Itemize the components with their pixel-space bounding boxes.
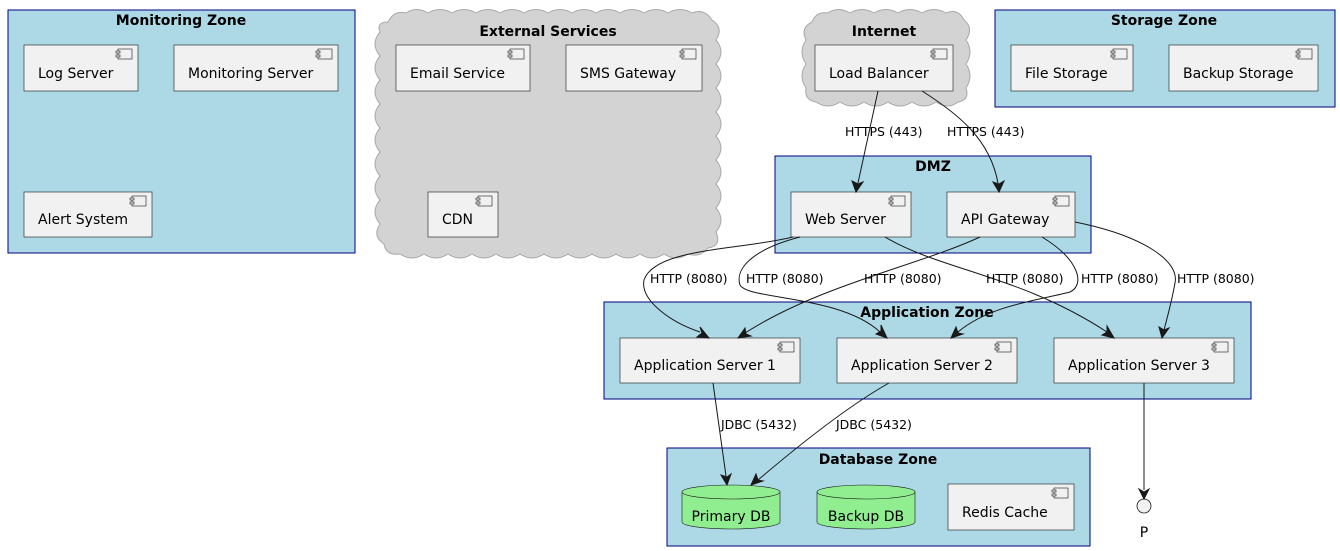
edge-app2-db: JDBC (5432) bbox=[750, 382, 912, 486]
component-icon bbox=[1110, 48, 1128, 60]
edge-api-app3: HTTP (8080) bbox=[1074, 221, 1255, 340]
external-services-title: External Services bbox=[479, 24, 616, 40]
application-zone-title: Application Zone bbox=[860, 305, 993, 321]
edge-lb-web-label: HTTPS (443) bbox=[845, 124, 923, 139]
cdn-node[interactable]: CDN bbox=[427, 191, 499, 238]
alert-system-node[interactable]: Alert System bbox=[23, 191, 153, 238]
edge-web-app3-label: HTTP (8080) bbox=[986, 271, 1064, 286]
backup-db-node[interactable]: Backup DB bbox=[816, 484, 916, 530]
component-icon bbox=[777, 341, 795, 353]
redis-cache-label: Redis Cache bbox=[962, 505, 1048, 521]
log-server-label: Log Server bbox=[38, 66, 114, 82]
edge-app1-db-label: JDBC (5432) bbox=[720, 417, 797, 432]
database-zone-title: Database Zone bbox=[819, 452, 938, 468]
sms-gateway-node[interactable]: SMS Gateway bbox=[565, 44, 703, 92]
email-service-label: Email Service bbox=[410, 66, 505, 82]
api-gateway-label: API Gateway bbox=[961, 212, 1049, 228]
redis-cache-node[interactable]: Redis Cache bbox=[947, 483, 1075, 531]
component-icon bbox=[994, 341, 1012, 353]
component-icon bbox=[507, 48, 525, 60]
edge-lb-api-label: HTTPS (443) bbox=[947, 124, 1025, 139]
email-service-node[interactable]: Email Service bbox=[395, 44, 531, 92]
app-server-3-label: Application Server 3 bbox=[1068, 358, 1210, 374]
web-server-node[interactable]: Web Server bbox=[790, 191, 912, 238]
load-balancer-label: Load Balancer bbox=[829, 66, 929, 82]
component-icon bbox=[930, 48, 948, 60]
component-icon bbox=[315, 48, 333, 60]
component-icon bbox=[888, 195, 906, 207]
component-icon bbox=[1051, 487, 1069, 499]
dmz-title: DMZ bbox=[915, 159, 951, 175]
alert-system-label: Alert System bbox=[38, 212, 128, 228]
primary-db-node[interactable]: Primary DB bbox=[681, 484, 781, 530]
log-server-node[interactable]: Log Server bbox=[23, 44, 139, 92]
edge-web-app1: HTTP (8080) bbox=[643, 236, 794, 339]
internet-title: Internet bbox=[852, 24, 917, 40]
app-server-2-label: Application Server 2 bbox=[851, 358, 993, 374]
app-server-3-node[interactable]: Application Server 3 bbox=[1053, 337, 1235, 384]
web-server-label: Web Server bbox=[805, 212, 886, 228]
edge-app3-p bbox=[1137, 383, 1151, 501]
monitoring-server-node[interactable]: Monitoring Server bbox=[173, 44, 339, 92]
edge-web-app3: HTTP (8080) bbox=[884, 236, 1116, 339]
component-icon bbox=[1211, 341, 1229, 353]
edge-api-app3-label: HTTP (8080) bbox=[1177, 271, 1255, 286]
app-server-1-label: Application Server 1 bbox=[634, 358, 776, 374]
component-icon bbox=[129, 195, 147, 207]
component-icon bbox=[679, 48, 697, 60]
primary-db-label: Primary DB bbox=[692, 509, 771, 525]
api-gateway-node[interactable]: API Gateway bbox=[946, 191, 1076, 238]
edge-web-app2-label: HTTP (8080) bbox=[746, 271, 824, 286]
edge-lb-web: HTTPS (443) bbox=[845, 90, 923, 194]
edge-app2-db-label: JDBC (5432) bbox=[835, 417, 912, 432]
load-balancer-node[interactable]: Load Balancer bbox=[814, 44, 954, 92]
sms-gateway-label: SMS Gateway bbox=[580, 66, 676, 82]
edge-web-app1-label: HTTP (8080) bbox=[650, 271, 728, 286]
file-storage-label: File Storage bbox=[1025, 66, 1108, 82]
component-icon bbox=[475, 195, 493, 207]
edge-api-app2-label: HTTP (8080) bbox=[1081, 271, 1159, 286]
app-server-1-node[interactable]: Application Server 1 bbox=[619, 337, 801, 384]
component-icon bbox=[1295, 48, 1313, 60]
interface-p-label: P bbox=[1140, 525, 1148, 541]
component-icon bbox=[115, 48, 133, 60]
monitoring-zone-title: Monitoring Zone bbox=[116, 13, 246, 29]
edge-api-app1: HTTP (8080) bbox=[736, 236, 981, 339]
cdn-label: CDN bbox=[442, 212, 473, 228]
edge-api-app1-label: HTTP (8080) bbox=[864, 271, 942, 286]
backup-storage-node[interactable]: Backup Storage bbox=[1168, 44, 1319, 92]
edge-api-app2: HTTP (8080) bbox=[950, 236, 1159, 339]
backup-storage-label: Backup Storage bbox=[1183, 66, 1294, 82]
backup-db-label: Backup DB bbox=[828, 509, 904, 525]
monitoring-server-label: Monitoring Server bbox=[188, 66, 313, 82]
edge-web-app2: HTTP (8080) bbox=[738, 236, 888, 339]
edge-app1-db: JDBC (5432) bbox=[712, 382, 797, 487]
interface-p[interactable]: P bbox=[1136, 498, 1152, 541]
edge-lb-api: HTTPS (443) bbox=[921, 90, 1025, 194]
file-storage-node[interactable]: File Storage bbox=[1010, 44, 1134, 92]
component-icon bbox=[1052, 195, 1070, 207]
app-server-2-node[interactable]: Application Server 2 bbox=[836, 337, 1018, 384]
storage-zone-title: Storage Zone bbox=[1111, 13, 1217, 29]
